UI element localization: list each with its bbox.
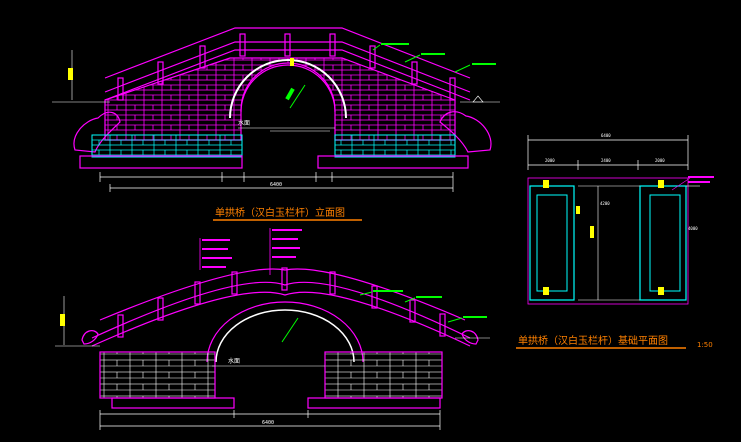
level-mark-right-1 [460,95,500,103]
scale-text: 1:50 [697,341,713,349]
title-elevation-1: 单拱桥（汉白玉栏杆）立面图 [215,206,345,219]
leaders-1 [289,44,471,109]
dim-total-2: 6400 [262,420,274,426]
plan-depth-left: 4200 [600,201,610,206]
abutment-right-2 [324,351,443,399]
end-scroll-right-1 [439,111,492,153]
foundation-right-1 [334,134,456,158]
railing-posts-2 [117,267,446,338]
foundation-left-1 [91,134,243,158]
plan-depth-right: 4000 [688,226,698,231]
footing-left [529,180,580,301]
plan-total: 6400 [601,133,611,138]
dim-total-1: 6400 [270,182,282,188]
elevation-1: 水面 [52,27,500,221]
footing-right [639,180,687,301]
level-mark-left-1 [52,50,110,103]
railing-1 [104,27,471,101]
water-1 [238,127,335,132]
arch-ring-1 [229,59,347,119]
railing-posts-1 [117,33,456,101]
title-plan: 单拱桥（汉白玉栏杆）基础平面图 [518,334,668,347]
dims-2 [99,410,441,430]
elevation-2: 水面 [55,228,490,430]
water-label-1: 水面 [238,119,250,127]
arch-ring-2 [206,301,364,363]
abutment-left-2 [99,351,216,399]
plan-seg-2: 2400 [601,158,611,163]
plan-seg-3: 2000 [655,158,665,163]
plan-seg-1: 2000 [545,158,555,163]
water-label-2: 水面 [228,357,240,365]
notes-2 [199,228,302,275]
foundation-plan: 6400 2000 2400 2000 4200 4000 [516,133,714,349]
plan-dims [527,135,689,170]
dims-1 [99,172,454,192]
level-mark-left-2 [55,296,100,347]
leaders-2 [281,291,463,343]
railing-2 [91,268,471,347]
